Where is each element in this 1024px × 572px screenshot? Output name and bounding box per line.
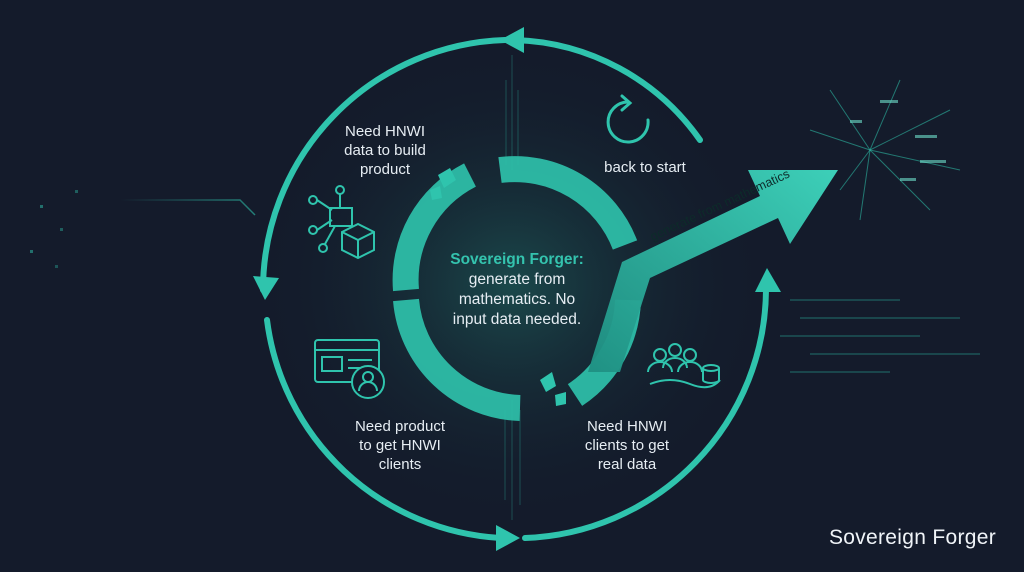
step-top-right: back to start: [585, 158, 705, 177]
step-top-left: Need HNWI data to build product: [330, 122, 440, 179]
center-line-1: generate from: [468, 271, 566, 288]
formula-burst-dots: [850, 100, 946, 181]
step-bottom-left-line-3: clients: [378, 456, 422, 473]
step-bottom-left-line-1: Need product: [354, 418, 446, 435]
step-bottom-right: Need HNWI clients to get real data: [567, 417, 687, 474]
generate-arrow: [588, 170, 838, 372]
step-bottom-right-line-3: real data: [597, 456, 657, 473]
left-pixel-dots: [30, 190, 78, 268]
brand-name: Sovereign Forger: [828, 526, 996, 549]
ring-shards: [430, 168, 566, 406]
center-title: Sovereign Forger:: [450, 251, 584, 268]
step-bottom-right-line-1: Need HNWI: [586, 418, 668, 435]
step-top-left-line-1: Need HNWI: [344, 123, 426, 140]
refresh-icon: [606, 94, 650, 144]
step-top-right-line-1: back to start: [604, 159, 686, 176]
user-card-icon: [314, 339, 385, 399]
arrowhead-left: [253, 276, 279, 300]
step-bottom-left: Need product to get HNWI clients: [340, 417, 460, 474]
people-database-icon: [647, 343, 721, 389]
step-bottom-left-line-2: to get HNWI: [359, 437, 441, 454]
step-bottom-right-line-2: clients to get: [584, 437, 670, 454]
center-line-3: input data needed.: [452, 311, 582, 328]
center-statement: Sovereign Forger: generate from mathemat…: [432, 250, 602, 330]
network-box-icon: [308, 185, 375, 260]
arrowhead-bottom: [496, 525, 520, 551]
arrowhead-top: [500, 27, 524, 53]
right-circuit-lines: [780, 299, 980, 373]
step-top-left-line-2: data to build: [344, 142, 426, 159]
left-circuit-lines: [90, 199, 256, 273]
center-line-2: mathematics. No: [458, 291, 576, 308]
step-top-left-line-3: product: [359, 161, 411, 178]
background-glow: [252, 45, 772, 525]
outer-loop-arrowheads: [253, 27, 781, 551]
outer-cycle-loop: [260, 37, 769, 541]
arrowhead-right: [755, 268, 781, 292]
